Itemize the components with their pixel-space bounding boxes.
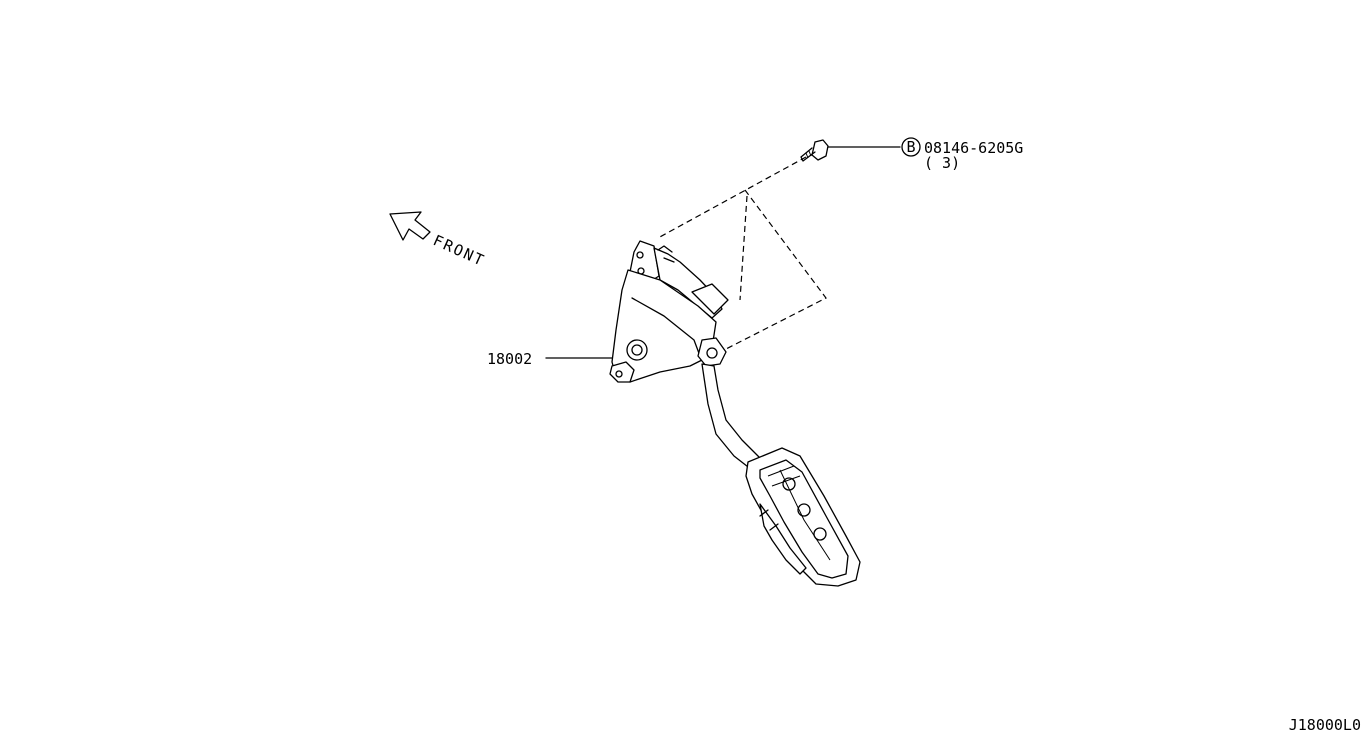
pedal-part-number: 18002 bbox=[487, 350, 532, 368]
bolt-part-number: 08146-6205G bbox=[924, 139, 1023, 157]
fastening-dashed-lines bbox=[657, 156, 827, 351]
bolt-icon bbox=[800, 139, 829, 162]
accelerator-pedal-assembly bbox=[609, 240, 861, 587]
bolt-quantity: ( 3) bbox=[924, 154, 960, 172]
bolt-marker-badge: B bbox=[901, 137, 921, 157]
front-label: FRONT bbox=[430, 231, 488, 270]
front-arrow-icon bbox=[389, 211, 431, 241]
bolt-marker-letter: B bbox=[906, 138, 915, 156]
diagram-code: J18000L0 bbox=[1289, 716, 1361, 734]
